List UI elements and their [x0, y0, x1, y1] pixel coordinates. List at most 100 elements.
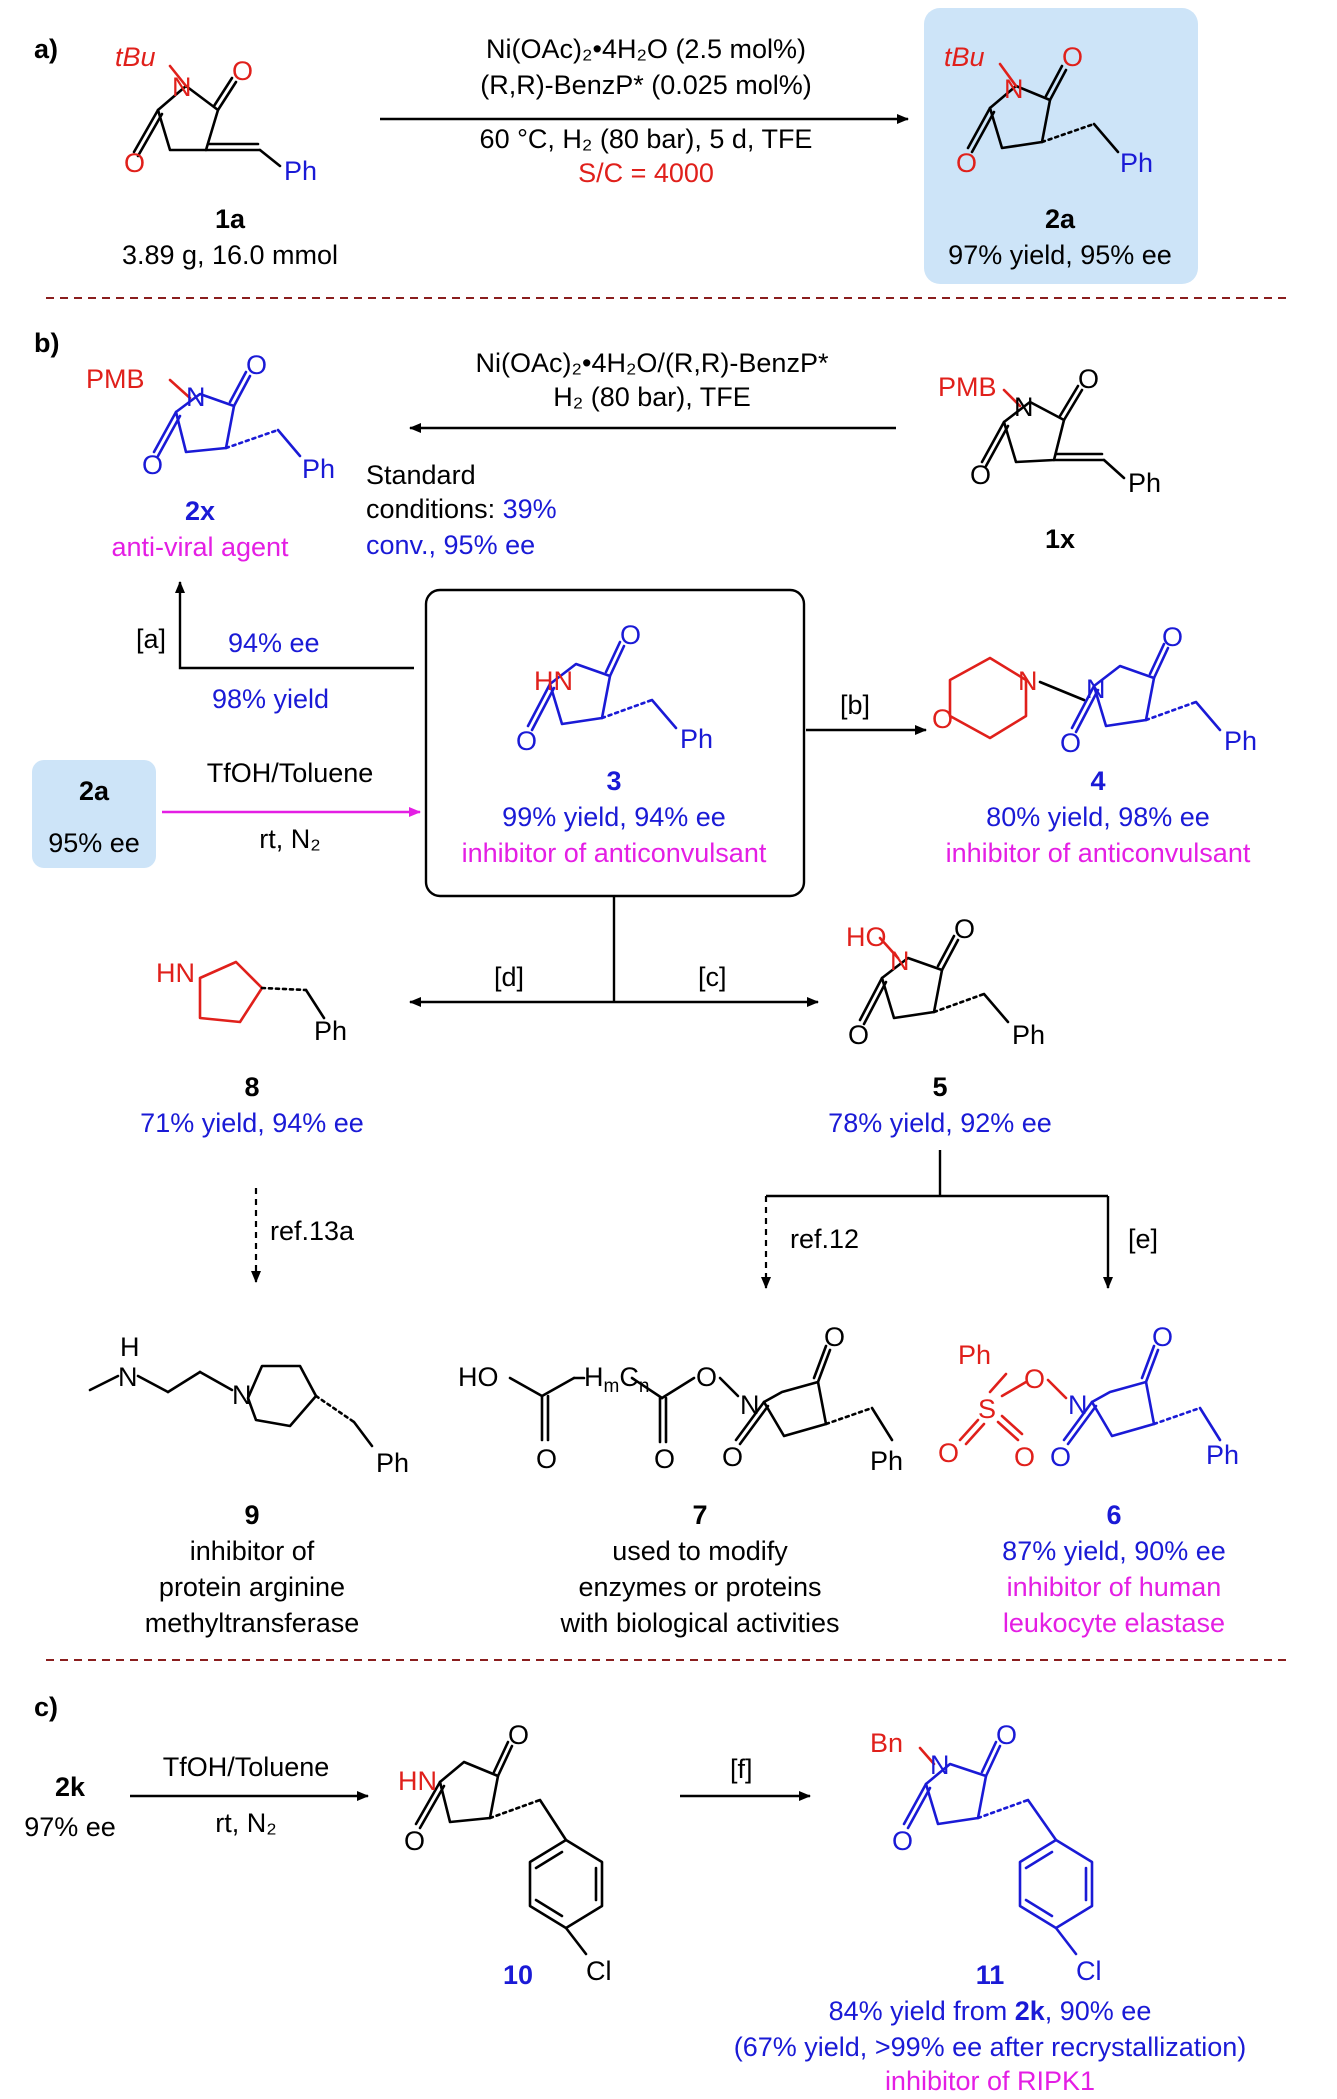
start-2a-highlight [32, 760, 156, 868]
compound-9-number: 9 [244, 1500, 259, 1530]
ref13a-label: ref.13a [270, 1216, 355, 1246]
compound-9-line1: inhibitor of [190, 1536, 315, 1566]
compound-6-line1: inhibitor of human [1007, 1572, 1222, 1602]
compound-11-result-a: 84% yield from [829, 1996, 1015, 2026]
compound-2a-structure [966, 62, 1120, 154]
compound-11-cl: Cl [1076, 1956, 1102, 1986]
conditions-a-line1: Ni(OAc)₂•4H₂O (2.5 mol%) [486, 34, 806, 64]
product-2a-highlight [924, 8, 1198, 284]
compound-2a-result: 97% yield, 95% ee [948, 240, 1172, 270]
compound-8-nh: HN [156, 958, 195, 988]
compound-2a-ph: Ph [1120, 148, 1153, 178]
compound-1x-structure [980, 384, 1126, 480]
arrow-route-a [175, 581, 414, 670]
arrow-1x-line1: Ni(OAc)₂•4H₂O/(R,R)-BenzP* [476, 348, 829, 378]
compound-6-o-atom: O [938, 1438, 959, 1468]
compound-2a-o-atom-2: O [956, 148, 977, 178]
compound-5-number: 5 [932, 1072, 947, 1102]
compound-11-structure [902, 1740, 1094, 1956]
compound-1x-o-atom: O [1078, 364, 1099, 394]
compound-7-number: 7 [692, 1500, 707, 1530]
std-line2: conditions: 39% [366, 494, 557, 524]
std-line2b: 39% [503, 494, 557, 524]
compound-7-chain: HmCn [584, 1362, 649, 1397]
route-d-tag: [d] [494, 962, 524, 992]
compound-8-result: 71% yield, 94% ee [140, 1108, 364, 1138]
compound-1a-structure [132, 64, 282, 168]
compound-9-h: H [120, 1332, 140, 1362]
arrow-c-line1: TfOH/Toluene [163, 1752, 330, 1782]
compound-5-o-atom-2: O [848, 1020, 869, 1050]
compound-6-o-atom-2: O [1014, 1442, 1035, 1472]
compound-3-o-atom: O [620, 620, 641, 650]
compound-4-o-atom-2: O [1060, 728, 1081, 758]
compound-10-cl: Cl [586, 1956, 612, 1986]
compound-6-s: S [978, 1394, 996, 1424]
compound-3-o-atom-2: O [516, 726, 537, 756]
compound-3-activity: inhibitor of anticonvulsant [462, 838, 767, 868]
compound-11-result-c: , 90% ee [1045, 1996, 1152, 2026]
panel-c-label: c) [34, 1692, 58, 1722]
std-line2a: conditions: [366, 494, 503, 524]
route-a-yield: 98% yield [212, 684, 329, 714]
compound-2x-structure [152, 370, 302, 458]
compound-5-structure [858, 934, 1010, 1026]
conditions-a-line3: 60 °C, H₂ (80 bar), 5 d, TFE [480, 124, 813, 154]
compound-9-n: N [232, 1380, 252, 1410]
compound-6-o-atom-4: O [1152, 1322, 1173, 1352]
compound-6-ph: Ph [1206, 1440, 1239, 1470]
compound-2a-o-atom: O [1062, 42, 1083, 72]
compound-1a-o-atom: O [232, 56, 253, 86]
arrow-1x-line2: H₂ (80 bar), TFE [553, 382, 751, 412]
compound-9-line2: protein arginine [159, 1572, 345, 1602]
panel-b-label: b) [34, 328, 59, 358]
compound-2x-number: 2x [185, 496, 215, 526]
compound-8-ph: Ph [314, 1016, 347, 1046]
compound-9-line3: methyltransferase [145, 1608, 360, 1638]
std-line3: conv., 95% ee [366, 530, 535, 560]
start-2a-ee: 95% ee [48, 828, 140, 858]
compound-2x-n-sub: PMB [86, 364, 145, 394]
arrow-tfoh-line2: rt, N₂ [259, 824, 320, 854]
compound-4-result: 80% yield, 98% ee [986, 802, 1210, 832]
compound-9-structure [88, 1364, 374, 1448]
compound-4-structure [948, 642, 1222, 740]
compound-2a-n-sub: tBu [944, 42, 985, 72]
compound-1x-ph: Ph [1128, 468, 1161, 498]
arrow-tfoh-line1: TfOH/Toluene [207, 758, 374, 788]
compound-4-activity: inhibitor of anticonvulsant [946, 838, 1251, 868]
compound-9-ph: Ph [376, 1448, 409, 1478]
compound-11-number: 11 [976, 1960, 1005, 1990]
compound-11-result: 84% yield from 2k, 90% ee [829, 1996, 1152, 2026]
ref12-label: ref.12 [790, 1224, 859, 1254]
compound-10-nh: HN [398, 1766, 437, 1796]
compound-1x-n-sub: PMB [938, 372, 997, 402]
compound-11-n-sub: Bn [870, 1728, 903, 1758]
compound-4-ph: Ph [1224, 726, 1257, 756]
compound-7-line2: enzymes or proteins [578, 1572, 821, 1602]
compound-1a-ph: Ph [284, 156, 317, 186]
compound-2x-n-atom: N [186, 382, 206, 412]
compound-3-nh: HN [534, 666, 573, 696]
compound-7-o-atom-2: O [654, 1444, 675, 1474]
compound-4-number: 4 [1090, 766, 1105, 796]
compound-1a-n-sub: tBu [115, 42, 156, 72]
route-e-tag: [e] [1128, 1224, 1158, 1254]
route-a-ee: 94% ee [228, 628, 320, 658]
compound-4-n-atom: N [1086, 674, 1106, 704]
arrow-c-line2: rt, N₂ [215, 1808, 276, 1838]
std-line1: Standard [366, 460, 476, 490]
compound-10-o-atom-2: O [404, 1826, 425, 1856]
compound-7-o-atom-3: O [696, 1362, 717, 1392]
compound-6-n-atom: N [1068, 1390, 1088, 1420]
compound-1a-n-atom: N [172, 72, 192, 102]
compound-3-number: 3 [606, 766, 621, 796]
compound-6-o-atom-5: O [1050, 1442, 1071, 1472]
compound-5-result: 78% yield, 92% ee [828, 1108, 1052, 1138]
compound-7-o-atom-5: O [722, 1442, 743, 1472]
compound-9-n-atom: N [118, 1362, 138, 1392]
compound-2x-o-atom-2: O [142, 450, 163, 480]
compound-6-structure [958, 1344, 1222, 1446]
compound-11-result-b: 2k [1015, 1996, 1046, 2026]
compound-5-o-atom: O [954, 914, 975, 944]
